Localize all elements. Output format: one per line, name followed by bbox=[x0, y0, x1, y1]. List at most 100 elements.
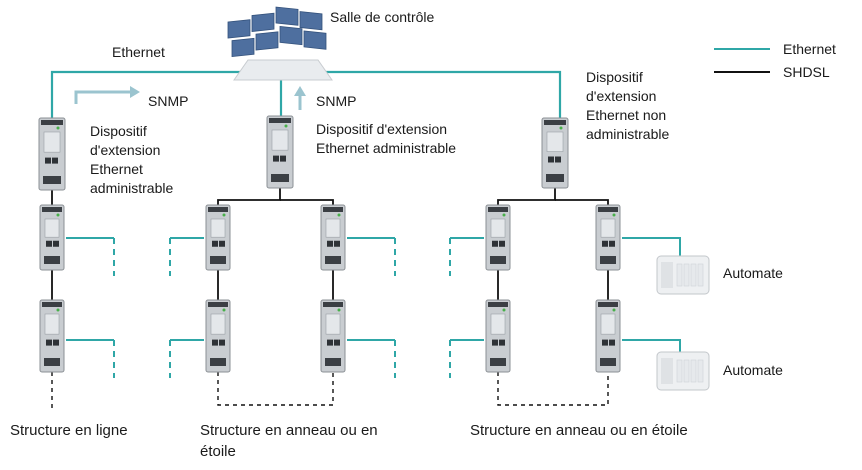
device-unmanaged-right-port-a bbox=[548, 156, 554, 163]
device-unmanaged-right-led bbox=[559, 126, 563, 130]
plc-bottom-icon-slot-2 bbox=[690, 359, 697, 383]
device-managed-left-terminal-block bbox=[41, 120, 63, 125]
field-unit-top-3-panel bbox=[490, 218, 506, 238]
snmp-center-arrowhead bbox=[294, 86, 306, 96]
legend-shdsl-label: SHDSL bbox=[783, 64, 830, 80]
snmp-center-label: SNMP bbox=[316, 93, 357, 109]
ethernet-trunk-label: Ethernet bbox=[112, 44, 165, 60]
device-managed-center-terminal-block bbox=[269, 118, 291, 123]
plc-bottom-icon-slot-0 bbox=[676, 359, 683, 383]
field-unit-bottom-1 bbox=[205, 299, 231, 373]
field-unit-top-4-led bbox=[612, 213, 616, 217]
legend-shdsl-swatch bbox=[714, 71, 770, 73]
field-unit-top-4-bottom-connector bbox=[600, 256, 616, 264]
device-managed-center-led bbox=[284, 124, 288, 128]
control-desk bbox=[233, 59, 333, 81]
field-unit-top-0-led bbox=[56, 213, 60, 217]
device-unmanaged-right-terminal-block bbox=[544, 120, 566, 125]
field-unit-top-1-led bbox=[222, 213, 226, 217]
field-unit-bottom-4-port-a bbox=[602, 339, 608, 346]
field-unit-top-3-led bbox=[502, 213, 506, 217]
field-unit-bottom-0-panel bbox=[44, 313, 60, 335]
plc-top-icon-slot-3 bbox=[697, 263, 704, 287]
field-unit-top-1-port-b bbox=[219, 240, 225, 247]
monitor-5 bbox=[255, 31, 279, 51]
field-unit-bottom-1-port-b bbox=[219, 339, 225, 346]
monitor-2 bbox=[275, 6, 299, 26]
field-unit-top-0-port-b bbox=[53, 240, 59, 247]
structure-line-label: Structure en ligne bbox=[10, 422, 128, 439]
plc-bottom-icon bbox=[656, 351, 710, 391]
monitor-4 bbox=[231, 37, 255, 58]
plc-bottom-icon-slot-1 bbox=[683, 359, 690, 383]
field-unit-top-3 bbox=[485, 204, 511, 271]
legend-ethernet-swatch bbox=[714, 48, 770, 50]
field-unit-bottom-3-terminal-block bbox=[488, 302, 508, 307]
field-unit-top-0-port-a bbox=[46, 240, 52, 247]
plc-top-icon-module bbox=[661, 262, 673, 288]
field-unit-top-1-panel bbox=[210, 218, 226, 238]
device-managed-left bbox=[38, 117, 66, 191]
field-unit-bottom-3-panel bbox=[490, 313, 506, 335]
plc-top-icon bbox=[656, 255, 710, 295]
shdsl-center-left-branch bbox=[217, 186, 281, 205]
field-unit-top-3-bottom-connector bbox=[490, 256, 506, 264]
plc-bottom-icon-module bbox=[661, 358, 673, 384]
device-unmanaged-right-panel bbox=[546, 131, 564, 152]
device-managed-center-port-b bbox=[280, 155, 286, 162]
field-unit-top-0-terminal-block bbox=[42, 207, 62, 212]
field-unit-bottom-1-port-a bbox=[212, 339, 218, 346]
plc-top-icon-slot-2 bbox=[690, 263, 697, 287]
device-managed-left-port-a bbox=[45, 157, 51, 164]
control-room-label: Salle de contrôle bbox=[330, 9, 435, 25]
device-managed-left-port-b bbox=[52, 157, 58, 164]
field-unit-top-2 bbox=[320, 204, 346, 271]
field-unit-bottom-1-led bbox=[222, 308, 226, 312]
field-unit-bottom-3-led bbox=[502, 308, 506, 312]
device-unmanaged-right-bottom-connector bbox=[546, 174, 564, 182]
field-unit-bottom-0 bbox=[39, 299, 65, 373]
field-unit-bottom-1-panel bbox=[210, 313, 226, 335]
control-room-icon bbox=[227, 6, 333, 81]
field-unit-bottom-2-led bbox=[337, 308, 341, 312]
device-managed-center-bottom-connector bbox=[271, 174, 289, 182]
device-unmanaged-right-port-b bbox=[555, 156, 561, 163]
snmp-left-arrow-shaft bbox=[74, 90, 130, 104]
field-unit-bottom-4-panel bbox=[600, 313, 616, 335]
field-unit-top-1-terminal-block bbox=[208, 207, 228, 212]
plc-bottom-icon-slot-3 bbox=[697, 359, 704, 383]
field-unit-bottom-4-port-b bbox=[609, 339, 615, 346]
device-managed-center-port-a bbox=[273, 155, 279, 162]
field-unit-top-0-bottom-connector bbox=[44, 256, 60, 264]
field-unit-bottom-4-terminal-block bbox=[598, 302, 618, 307]
field-unit-bottom-0-bottom-connector bbox=[44, 358, 60, 366]
eth-to-plc-top bbox=[622, 237, 681, 256]
shdsl-right-left-branch bbox=[497, 186, 556, 205]
field-unit-bottom-4 bbox=[595, 299, 621, 373]
shdsl-right-right-branch bbox=[555, 199, 609, 205]
monitor-3 bbox=[299, 11, 323, 31]
field-unit-bottom-2-panel bbox=[325, 313, 341, 335]
shdsl-ring-center bbox=[217, 372, 334, 406]
field-unit-top-3-port-b bbox=[499, 240, 505, 247]
field-unit-top-4 bbox=[595, 204, 621, 271]
legend-ethernet-label: Ethernet bbox=[783, 41, 836, 57]
plc-devices bbox=[656, 255, 710, 391]
field-unit-bottom-1-bottom-connector bbox=[210, 358, 226, 366]
field-unit-top-4-port-a bbox=[602, 240, 608, 247]
field-unit-top-2-port-b bbox=[334, 240, 340, 247]
field-unit-top-3-port-a bbox=[492, 240, 498, 247]
field-unit-bottom-2-port-b bbox=[334, 339, 340, 346]
plc-bottom-label: Automate bbox=[723, 362, 783, 378]
field-unit-bottom-0-led bbox=[56, 308, 60, 312]
field-unit-bottom-3-bottom-connector bbox=[490, 358, 506, 366]
shdsl-center-right-branch bbox=[280, 199, 334, 205]
field-unit-bottom-2-port-a bbox=[327, 339, 333, 346]
field-unit-bottom-1-terminal-block bbox=[208, 302, 228, 307]
field-unit-top-2-terminal-block bbox=[323, 207, 343, 212]
device-managed-left-bottom-connector bbox=[43, 176, 61, 184]
field-unit-bottom-0-port-b bbox=[53, 339, 59, 346]
field-unit-top-4-terminal-block bbox=[598, 207, 618, 212]
field-unit-top-0-panel bbox=[44, 218, 60, 238]
device-right-label: Dispositif d'extension Ethernet non admi… bbox=[586, 69, 670, 142]
